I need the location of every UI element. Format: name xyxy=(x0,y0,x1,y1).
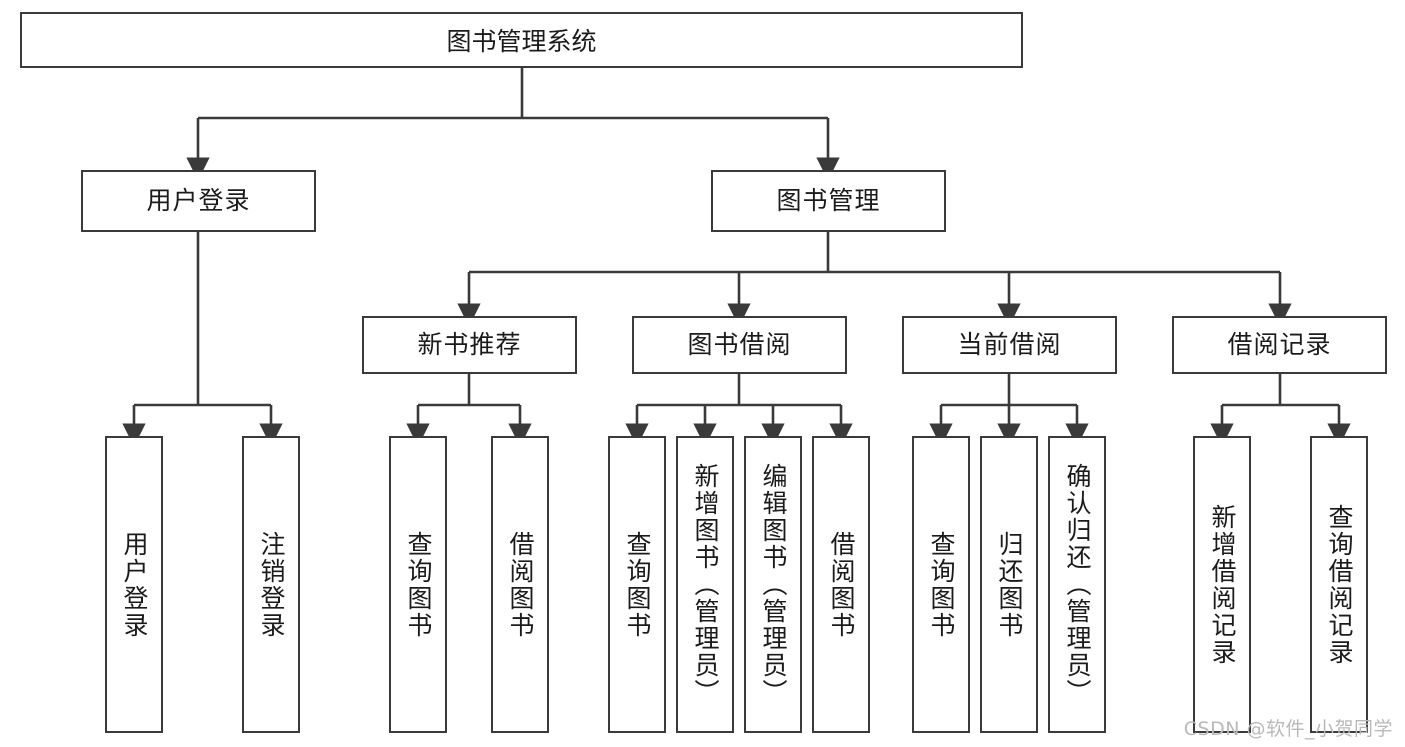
node-label: 图书借阅 xyxy=(687,330,792,360)
node-book-management[interactable]: 图书管理 xyxy=(711,170,946,232)
node-user-login[interactable]: 用户登录 xyxy=(81,170,316,232)
node-label: 查询图书 xyxy=(927,530,956,639)
node-label: 当前借阅 xyxy=(957,330,1062,360)
leaf-record-add-record[interactable]: 新增借阅记录 xyxy=(1193,436,1251,733)
node-label: 新增图书（管理员） xyxy=(691,463,720,706)
node-label: 新书推荐 xyxy=(417,330,522,360)
leaf-user-login-login[interactable]: 用户登录 xyxy=(105,436,163,733)
node-label: 新增借阅记录 xyxy=(1208,503,1237,666)
leaf-borrow-borrow-book[interactable]: 借阅图书 xyxy=(812,436,870,733)
node-current-borrow[interactable]: 当前借阅 xyxy=(902,316,1117,374)
node-label: 借阅图书 xyxy=(827,530,856,639)
leaf-borrow-query-book[interactable]: 查询图书 xyxy=(608,436,666,733)
node-book-borrow[interactable]: 图书借阅 xyxy=(632,316,847,374)
leaf-current-return-book[interactable]: 归还图书 xyxy=(980,436,1038,733)
node-label: 查询图书 xyxy=(404,530,433,639)
node-label: 归还图书 xyxy=(995,530,1024,639)
leaf-borrow-edit-book[interactable]: 编辑图书（管理员） xyxy=(744,436,802,733)
watermark-text: CSDN @软件_小贺同学 xyxy=(1183,718,1393,740)
node-label: 查询图书 xyxy=(623,530,652,639)
node-root-system[interactable]: 图书管理系统 xyxy=(20,12,1023,68)
leaf-borrow-add-book[interactable]: 新增图书（管理员） xyxy=(676,436,734,733)
node-label: 用户登录 xyxy=(120,530,149,639)
node-label: 用户登录 xyxy=(146,186,251,216)
leaf-user-login-logout[interactable]: 注销登录 xyxy=(242,436,300,733)
leaf-current-query-book[interactable]: 查询图书 xyxy=(912,436,970,733)
node-label: 借阅图书 xyxy=(506,530,535,639)
leaf-recommend-query-book[interactable]: 查询图书 xyxy=(389,436,447,733)
node-borrow-record[interactable]: 借阅记录 xyxy=(1172,316,1387,374)
node-label: 注销登录 xyxy=(257,530,286,639)
leaf-recommend-borrow-book[interactable]: 借阅图书 xyxy=(491,436,549,733)
leaf-current-confirm-return[interactable]: 确认归还（管理员） xyxy=(1048,436,1106,733)
node-new-book-recommend[interactable]: 新书推荐 xyxy=(362,316,577,374)
leaf-record-query-record[interactable]: 查询借阅记录 xyxy=(1310,436,1368,733)
node-label: 图书管理系统 xyxy=(446,27,597,56)
node-label: 确认归还（管理员） xyxy=(1063,463,1092,706)
node-label: 借阅记录 xyxy=(1227,330,1332,360)
node-label: 图书管理 xyxy=(776,186,881,216)
node-label: 查询借阅记录 xyxy=(1325,503,1354,666)
node-label: 编辑图书（管理员） xyxy=(759,463,788,706)
